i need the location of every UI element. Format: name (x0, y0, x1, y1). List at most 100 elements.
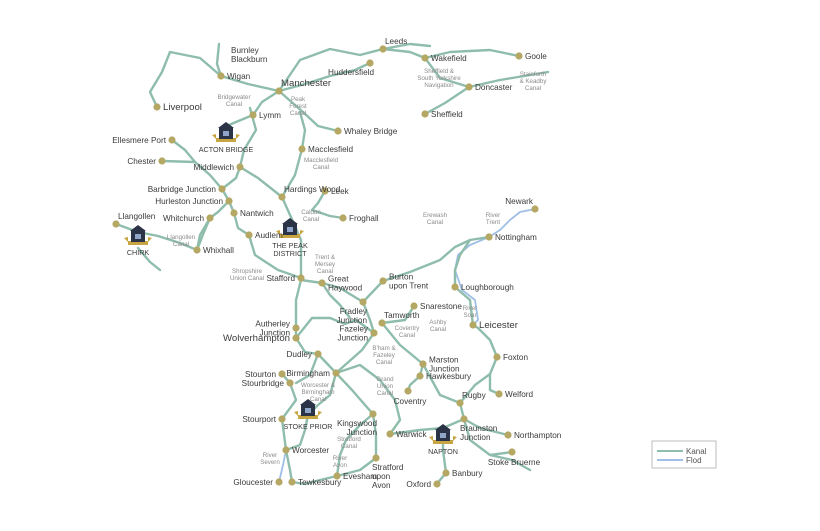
town-dot-coventry[interactable] (404, 387, 412, 395)
canal-line (277, 89, 340, 133)
canal-line (488, 453, 532, 472)
town-label-birmingham: Birmingham (286, 369, 330, 378)
town-dot-marston[interactable] (419, 360, 427, 368)
town-dot-evesham[interactable] (333, 472, 341, 480)
town-dot-macclesfield[interactable] (298, 145, 306, 153)
town-dot-oxford[interactable] (433, 480, 441, 488)
marina-label-napton: NAPTON (428, 447, 458, 456)
town-dot-middlewich[interactable] (236, 163, 244, 171)
town-dot-leek[interactable] (321, 187, 329, 195)
boat-marina-icon[interactable] (429, 424, 457, 444)
town-dot-nantwich[interactable] (230, 209, 238, 217)
town-dot-manchester[interactable] (275, 87, 283, 95)
town-dot-worcester[interactable] (282, 446, 290, 454)
town-dot-audlem[interactable] (245, 231, 253, 239)
town-dot-gloucester[interactable] (275, 478, 283, 486)
town-dot-nottingham[interactable] (485, 233, 493, 241)
town-dot-hurleston[interactable] (225, 197, 233, 205)
town-dot-northampton[interactable] (504, 431, 512, 439)
town-dot-barbridge[interactable] (218, 185, 226, 193)
town-dot-whitchurch[interactable] (206, 214, 214, 222)
town-label-leeds: Leeds (385, 37, 407, 46)
town-dot-ellesmere-port[interactable] (168, 136, 176, 144)
town-dot-whaley-bridge[interactable] (334, 127, 342, 135)
town-dot-stourton[interactable] (278, 370, 286, 378)
town-dot-llangollen[interactable] (112, 220, 120, 228)
town-dot-leicester[interactable] (469, 321, 477, 329)
town-dot-loughborough[interactable] (451, 283, 459, 291)
canal-line (136, 246, 162, 272)
town-dot-goole[interactable] (515, 52, 523, 60)
canal-line (277, 47, 521, 93)
town-dot-chester[interactable] (158, 157, 166, 165)
town-dot-autherley[interactable] (292, 324, 300, 332)
town-dot-tamworth[interactable] (378, 319, 386, 327)
canal-line (160, 159, 197, 164)
town-dot-hawkesbury[interactable] (416, 372, 424, 380)
town-dot-fradley[interactable] (359, 298, 367, 306)
town-dot-sheffield[interactable] (421, 110, 429, 118)
town-dot-newark[interactable] (531, 205, 539, 213)
canal-line (299, 278, 365, 304)
town-dot-stourport[interactable] (278, 415, 286, 423)
town-dot-stourbridge[interactable] (286, 379, 294, 387)
town-dot-lymm[interactable] (249, 111, 257, 119)
town-label-wigan: Wigan (227, 72, 251, 81)
town-dot-stafford[interactable] (297, 274, 305, 282)
town-dot-wolverhampton[interactable] (292, 334, 300, 342)
town-dot-burton[interactable] (379, 277, 387, 285)
town-dot-birmingham[interactable] (332, 369, 340, 377)
town-dot-huddersfield[interactable] (366, 59, 374, 67)
town-dot-whixhall[interactable] (193, 246, 201, 254)
town-dot-great-haywood[interactable] (318, 279, 326, 287)
town-dot-warwick[interactable] (386, 430, 394, 438)
town-label-whaley-bridge: Whaley Bridge (344, 127, 398, 136)
canal-line (238, 106, 258, 169)
boat-marina-icon[interactable] (212, 122, 240, 142)
town-dot-hardings-wood[interactable] (278, 193, 286, 201)
town-dot-welford[interactable] (495, 390, 503, 398)
town-label-newark: Newark (505, 197, 534, 206)
town-label-macclesfield: Macclesfield (308, 145, 353, 154)
town-dot-fazeley[interactable] (370, 329, 378, 337)
town-label-llangollen: Llangollen (118, 212, 156, 221)
town-dot-stoke-bruerne[interactable] (508, 448, 516, 456)
town-label-gloucester: Gloucester (233, 478, 273, 487)
town-dot-doncaster[interactable] (465, 83, 473, 91)
town-label-whitchurch: Whitchurch (163, 214, 204, 223)
town-dot-tewkesbury[interactable] (288, 478, 296, 486)
town-dot-wigan[interactable] (217, 72, 225, 80)
town-dot-wakefield[interactable] (421, 54, 429, 62)
boat-marina-icon[interactable] (124, 225, 152, 245)
town-dot-braunston[interactable] (460, 415, 468, 423)
town-dot-dudley[interactable] (314, 350, 322, 358)
town-dot-liverpool[interactable] (153, 103, 161, 111)
river-line (278, 449, 287, 483)
town-dot-snarestone[interactable] (410, 302, 418, 310)
boat-marina-icon[interactable] (294, 399, 322, 419)
town-dot-stratford[interactable] (372, 454, 380, 462)
town-dot-kingswood[interactable] (369, 410, 377, 418)
town-dot-rugby[interactable] (456, 399, 464, 407)
town-dot-banbury[interactable] (442, 469, 450, 477)
town-dot-leeds[interactable] (379, 45, 387, 53)
town-label-foxton: Foxton (503, 353, 528, 362)
town-dot-froghall[interactable] (339, 214, 347, 222)
boat-marina-icon[interactable] (276, 218, 304, 238)
canal-line (361, 300, 376, 335)
town-label-chester: Chester (127, 157, 156, 166)
town-label-loughborough: Loughborough (461, 283, 514, 292)
town-dot-foxton[interactable] (493, 353, 501, 361)
town-label-froghall: Froghall (349, 214, 379, 223)
